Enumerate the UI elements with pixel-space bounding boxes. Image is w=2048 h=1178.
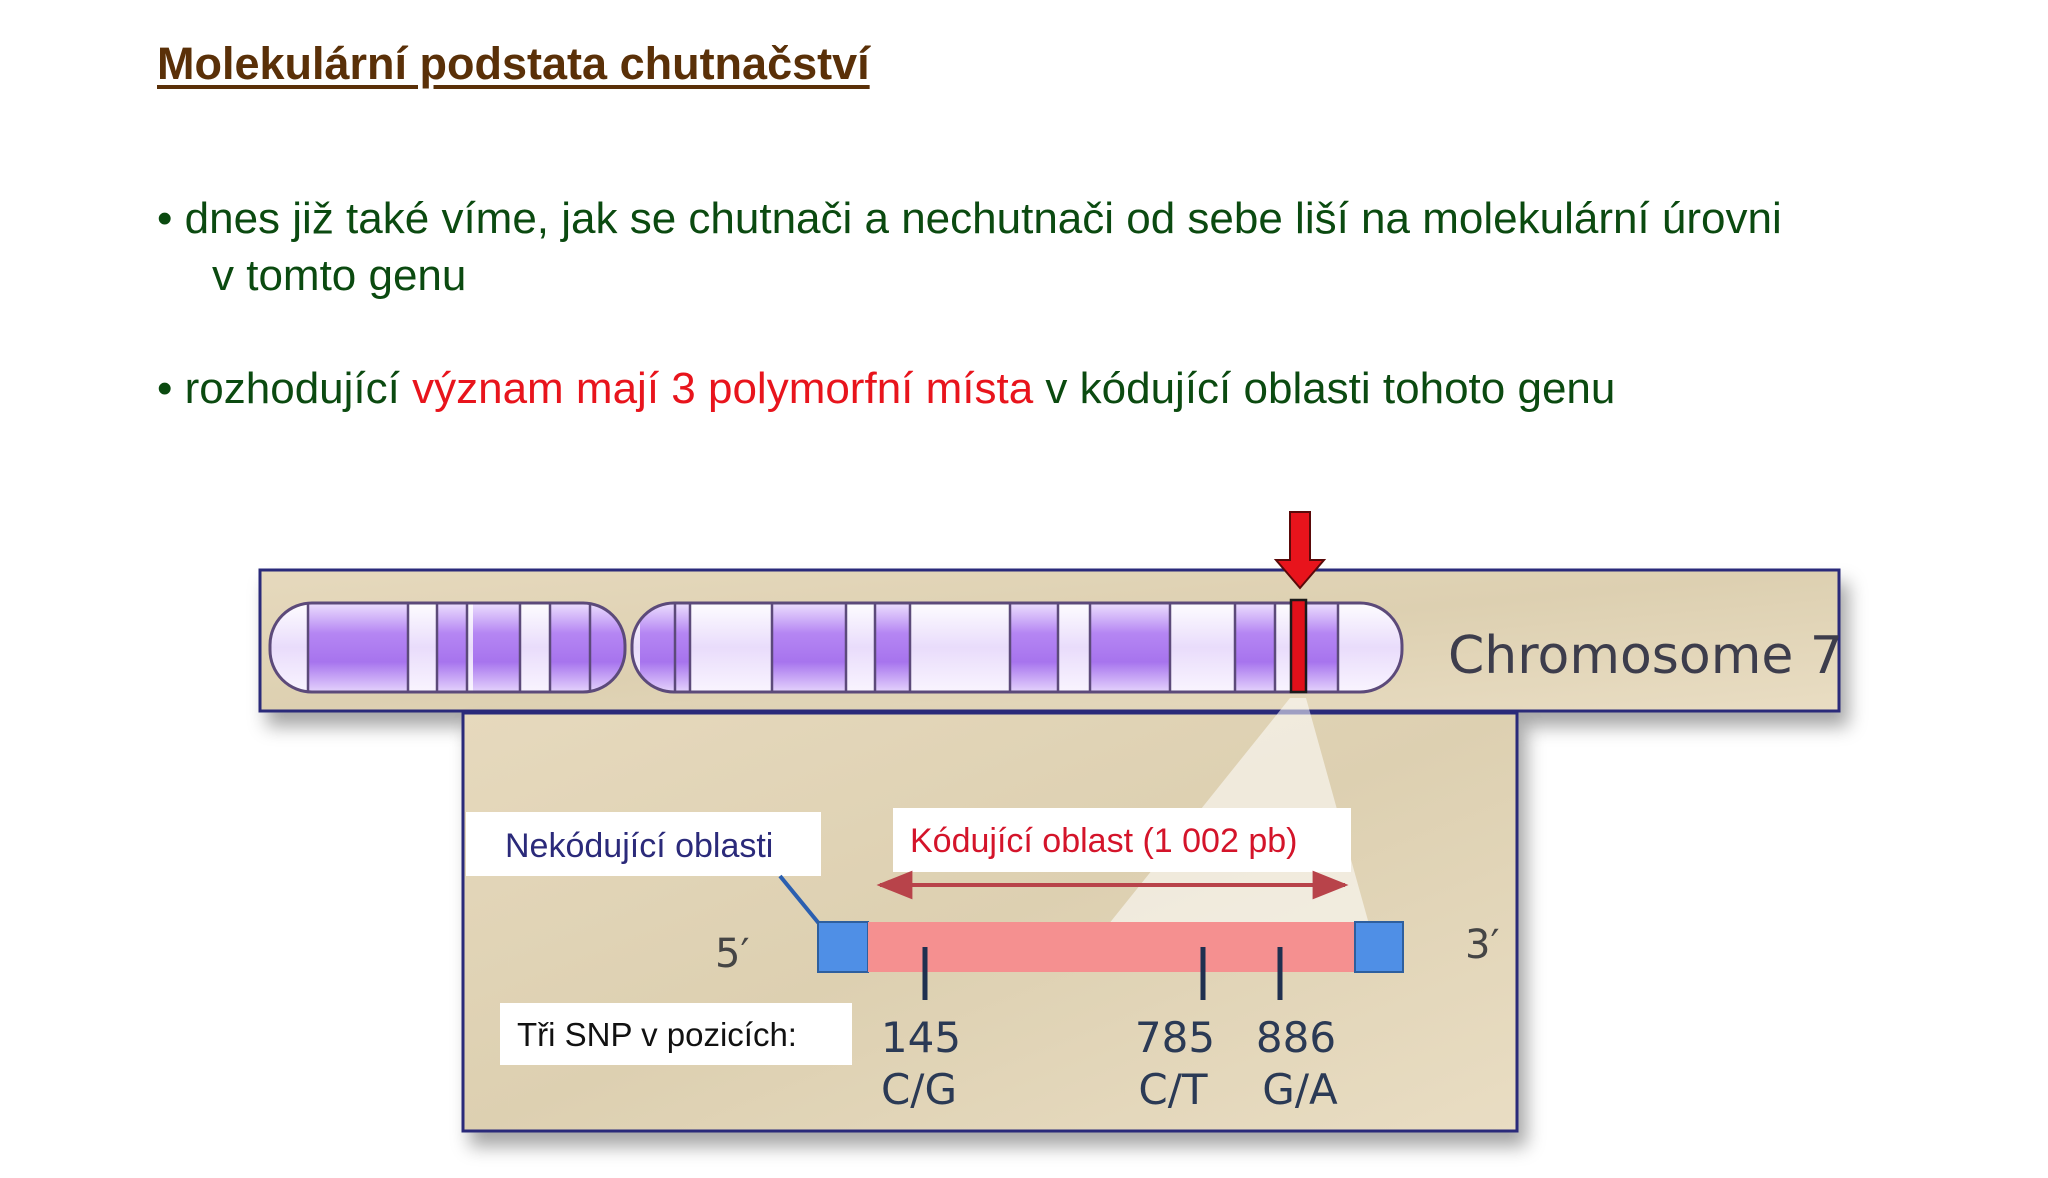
- arrow-down-icon: [1273, 511, 1327, 590]
- bullet-1-line-2: v tomto genu: [212, 251, 467, 300]
- gene-locus-marker: [1289, 598, 1308, 694]
- noncoding-region-right: [1354, 921, 1404, 973]
- gene-detail-panel: Nekódující oblasti Kódující oblast (1 00…: [461, 698, 1519, 1133]
- snp-2-position: 785: [1135, 1013, 1215, 1062]
- coding-label-box: [893, 808, 1351, 872]
- snp-1-alleles: C/G: [881, 1065, 957, 1114]
- snp-2-alleles: C/T: [1138, 1065, 1207, 1114]
- bullet-1: • dnes již také víme, jak se chutnači a …: [157, 194, 1782, 300]
- chromosome-panel: Chromosome 7: [258, 511, 1843, 713]
- snp-3-alleles: G/A: [1262, 1065, 1338, 1114]
- snp-1-position: 145: [881, 1013, 961, 1062]
- noncoding-label: Nekódující oblasti: [505, 827, 773, 865]
- snp-label: Tři SNP v pozicích:: [517, 1016, 797, 1053]
- bullet-2-part-1: rozhodující: [184, 364, 413, 413]
- five-prime-label: 5′: [715, 931, 750, 977]
- snp-label-box: [500, 1003, 852, 1065]
- bullet-2-highlight: význam mají 3 polymorfní místa: [412, 364, 1034, 413]
- noncoding-label-box: [466, 812, 821, 876]
- three-prime-label: 3′: [1465, 922, 1500, 968]
- chromosome-label: Chromosome 7: [1448, 626, 1843, 686]
- snp-3-position: 886: [1256, 1013, 1336, 1062]
- chromosome-ideogram: [270, 603, 1402, 692]
- coding-region: [868, 922, 1355, 972]
- slide-title: Molekulární podstata chutnačství: [157, 38, 870, 89]
- bullet-2: • rozhodující význam mají 3 polymorfní m…: [157, 364, 1616, 413]
- bullet-1-line-1: dnes již také víme, jak se chutnači a ne…: [184, 194, 1782, 243]
- coding-label: Kódující oblast (1 002 pb): [910, 822, 1297, 860]
- noncoding-region-left: [817, 921, 869, 973]
- bullet-2-part-3: v kódující oblasti tohoto genu: [1033, 364, 1616, 413]
